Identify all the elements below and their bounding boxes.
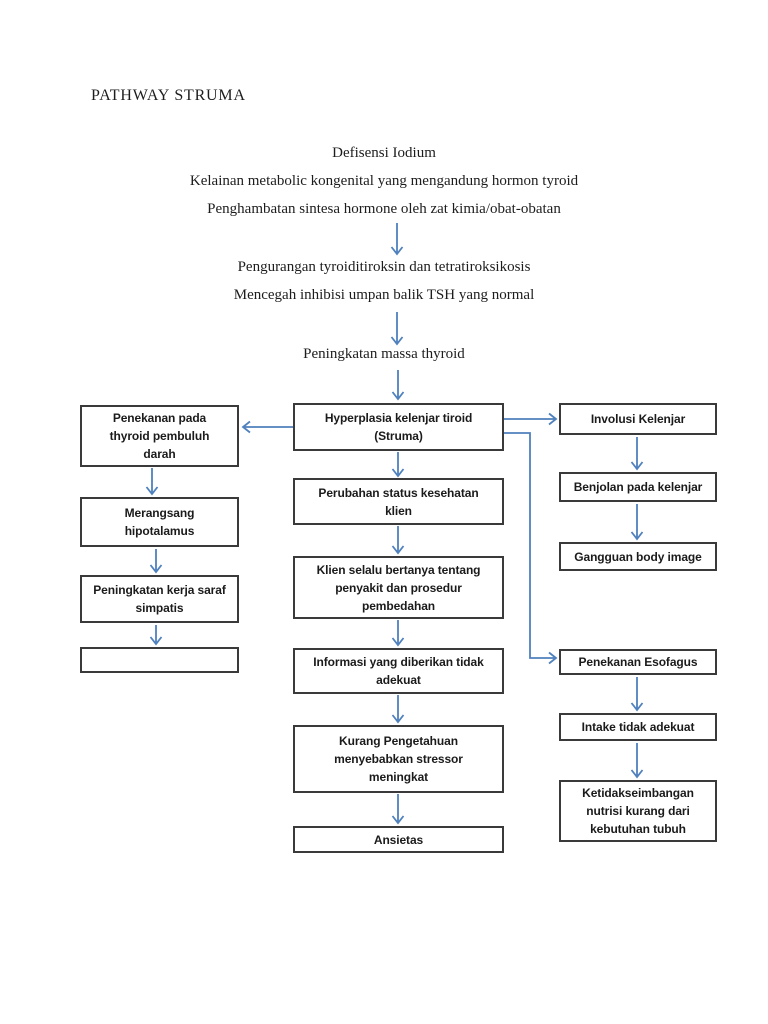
arrow-down-icon bbox=[630, 743, 644, 779]
arrow-down-icon bbox=[390, 312, 404, 346]
box-klien-bertanya: Klien selalu bertanya tentang penyakit d… bbox=[293, 556, 504, 619]
arrow-down-icon bbox=[391, 695, 405, 724]
flow-text-peningkatan-massa: Peningkatan massa thyroid bbox=[303, 346, 465, 362]
arrow-down-icon bbox=[391, 452, 405, 478]
arrow-down-icon bbox=[630, 677, 644, 712]
box-kurang-pengetahuan: Kurang Pengetahuan menyebabkan stressor … bbox=[293, 725, 504, 793]
box-intake-tidak-adekuat: Intake tidak adekuat bbox=[559, 713, 717, 741]
arrow-down-icon bbox=[391, 370, 405, 401]
box-empty bbox=[80, 647, 239, 673]
box-informasi-tidak-adekuat: Informasi yang diberikan tidak adekuat bbox=[293, 648, 504, 694]
arrow-down-icon bbox=[145, 468, 159, 496]
box-hyperplasia-struma: Hyperplasia kelenjar tiroid (Struma) bbox=[293, 403, 504, 451]
arrow-down-icon bbox=[630, 504, 644, 541]
arrow-down-icon bbox=[391, 794, 405, 825]
arrow-down-icon bbox=[391, 620, 405, 647]
arrow-elbow-right-icon bbox=[504, 432, 558, 665]
arrow-left-icon bbox=[241, 420, 293, 434]
box-penekanan-esofagus: Penekanan Esofagus bbox=[559, 649, 717, 675]
flow-text-mencegah-inhibisi: Mencegah inhibisi umpan balik TSH yang n… bbox=[233, 287, 535, 303]
box-benjolan-kelenjar: Benjolan pada kelenjar bbox=[559, 472, 717, 502]
box-merangsang-hipotalamus: Merangsang hipotalamus bbox=[80, 497, 239, 547]
flow-text-kelainan-metabolic: Kelainan metabolic kongenital yang menga… bbox=[189, 173, 579, 189]
arrow-down-icon bbox=[630, 437, 644, 471]
box-ansietas: Ansietas bbox=[293, 826, 504, 853]
arrow-down-icon bbox=[149, 549, 163, 574]
flow-text-penghambatan-sintesa: Penghambatan sintesa hormone oleh zat ki… bbox=[207, 201, 561, 217]
box-perubahan-status: Perubahan status kesehatan klien bbox=[293, 478, 504, 525]
page-title: PATHWAY STRUMA bbox=[91, 87, 246, 104]
flow-text-pengurangan-tyroiditiroksin: Pengurangan tyroiditiroksin dan tetratir… bbox=[237, 259, 531, 275]
box-peningkatan-saraf: Peningkatan kerja saraf simpatis bbox=[80, 575, 239, 623]
box-gangguan-body-image: Gangguan body image bbox=[559, 542, 717, 571]
box-ketidakseimbangan-nutrisi: Ketidakseimbangan nutrisi kurang dari ke… bbox=[559, 780, 717, 842]
arrow-down-icon bbox=[391, 526, 405, 555]
arrow-down-icon bbox=[390, 223, 404, 256]
arrow-down-icon bbox=[149, 625, 163, 646]
box-penekanan-thyroid: Penekanan pada thyroid pembuluh darah bbox=[80, 405, 239, 467]
arrow-right-icon bbox=[504, 412, 558, 426]
box-involusi-kelenjar: Involusi Kelenjar bbox=[559, 403, 717, 435]
flow-text-defisensi-iodium: Defisensi Iodium bbox=[332, 145, 436, 161]
